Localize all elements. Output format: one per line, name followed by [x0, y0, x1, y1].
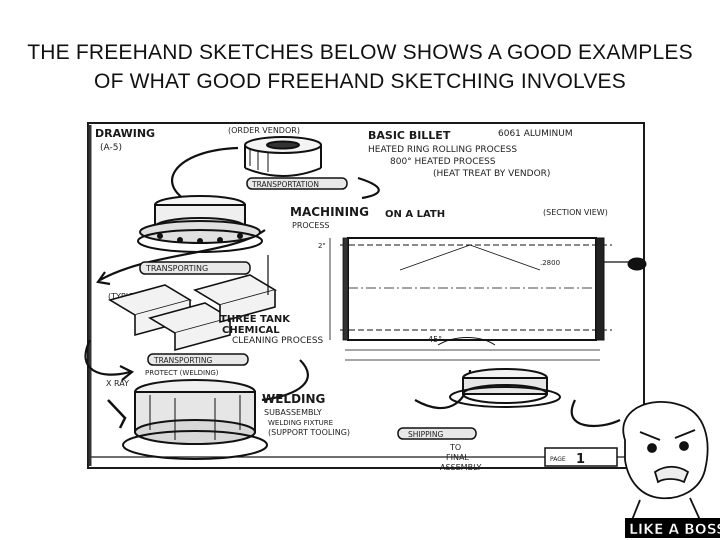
like-a-boss-meme-icon [622, 401, 709, 521]
label-to: TO [449, 443, 461, 452]
transporting-box-2: TRANSPORTING [147, 353, 249, 366]
transporting-box: TRANSPORTING [139, 261, 251, 275]
label-drawing: DRAWING [95, 127, 155, 140]
label-order-vendor: (ORDER VENDOR) [228, 126, 300, 135]
final-ring-sketch-icon [449, 368, 561, 408]
label-three-tank: THREE TANK [220, 314, 291, 325]
ring-billet-sketch-icon [244, 136, 322, 177]
label-subassembly: SUBASSEMBLY [264, 408, 322, 417]
label-heat-treat: (HEAT TREAT BY VENDOR) [433, 169, 550, 179]
transportation-box: TRANSPORTATION [246, 177, 348, 190]
lathe-part-sketch-icon [137, 195, 263, 253]
label-support-tooling: (SUPPORT TOOLING) [268, 428, 350, 437]
label-assembly: ASSEMBLY [440, 463, 481, 472]
meme-caption: LIKE A BOSS [629, 522, 720, 538]
process-arrows [84, 146, 621, 428]
label-typical: (TYPICAL) [108, 292, 147, 301]
welding-fixture-sketch-icon [107, 379, 268, 460]
label-dim-2: 2" [318, 242, 326, 250]
meme-caption-bg [625, 518, 720, 538]
shipping-box: SHIPPING [397, 427, 477, 440]
section-view-sketch [329, 237, 647, 361]
label-transporting: TRANSPORTING [145, 264, 208, 273]
label-dim-45: 45° [428, 335, 442, 344]
label-transportation-1: TRANSPORTATION [251, 180, 319, 189]
label-basic-billet: BASIC BILLET [368, 129, 451, 142]
label-heated-ring: HEATED RING ROLLING PROCESS [368, 145, 517, 155]
slide-title-line-2: OF WHAT GOOD FREEHAND SKETCHING INVOLVES [94, 70, 626, 93]
slide-title: THE FREEHAND SKETCHES BELOW SHOWS A GOOD… [20, 38, 700, 96]
label-x-ray: X RAY [106, 379, 129, 388]
slide-title-line-1: THE FREEHAND SKETCHES BELOW SHOWS A GOOD… [27, 41, 693, 64]
label-welding-fixture: WELDING FIXTURE [268, 419, 333, 427]
label-section-view: (SECTION VIEW) [543, 208, 608, 217]
label-page-num: 1 [576, 452, 585, 467]
label-drawing-num: (A-5) [100, 143, 122, 153]
page-box: PAGE 1 [544, 447, 618, 467]
label-machining: MACHINING [290, 205, 369, 219]
label-process: PROCESS [292, 221, 329, 230]
label-page: PAGE [550, 456, 566, 463]
label-final: FINAL [446, 453, 469, 462]
label-welding: WELDING [262, 392, 325, 406]
tank-sketch-icon [107, 255, 278, 352]
label-on-a-lathe: ON A LATH [385, 209, 445, 220]
label-dim-2800: .2800 [540, 259, 560, 267]
label-shipping: SHIPPING [408, 430, 443, 439]
label-heated-temp: 800° HEATED PROCESS [390, 157, 496, 167]
label-alloy: 6061 ALUMINUM [498, 129, 573, 139]
label-transporting-2: TRANSPORTING [153, 356, 212, 365]
sketch-frame [87, 122, 645, 469]
label-cleaning: CLEANING PROCESS [232, 336, 324, 346]
label-chemical: CHEMICAL [222, 325, 280, 336]
label-protect: PROTECT (WELDING) [145, 369, 219, 377]
